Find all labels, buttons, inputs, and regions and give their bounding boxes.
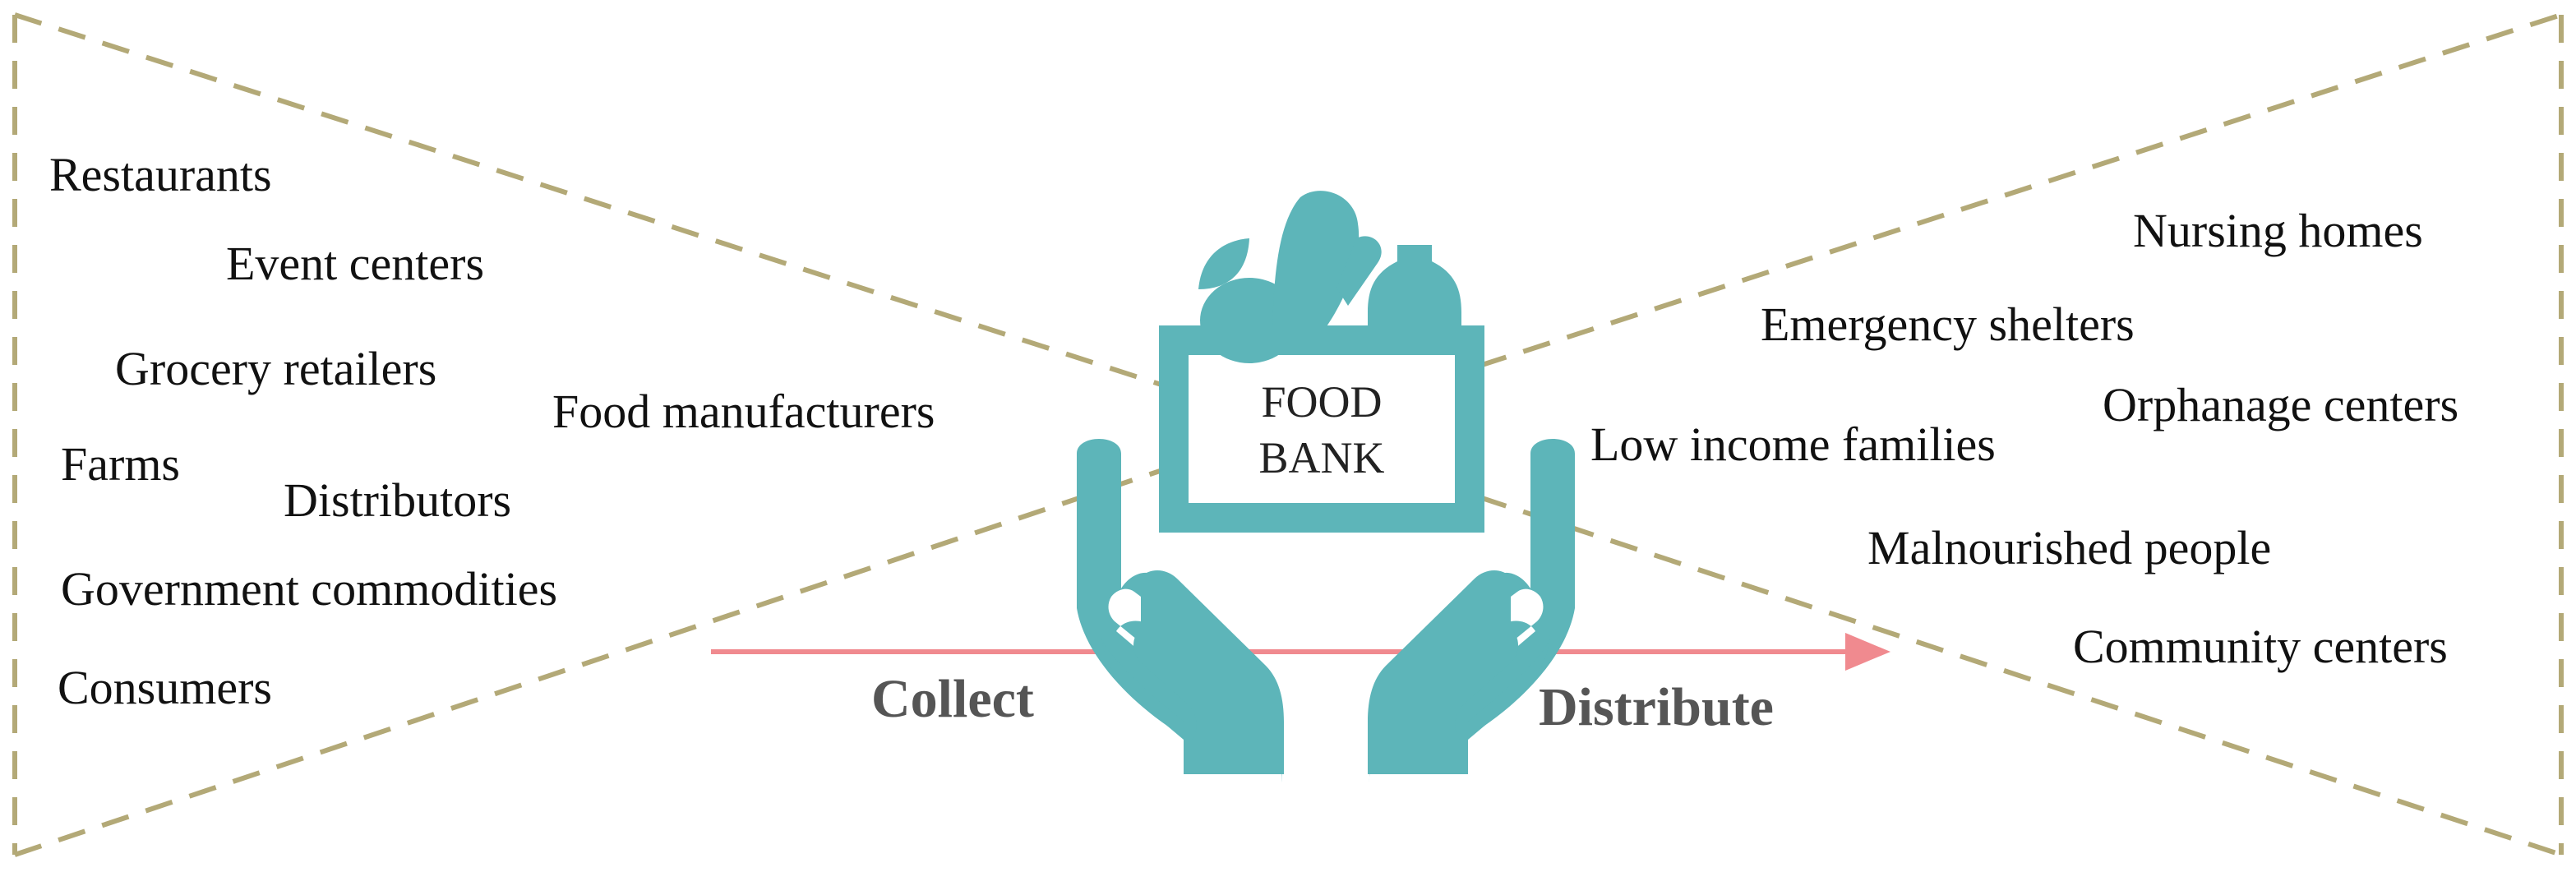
flow-arrow xyxy=(711,633,1890,671)
recipient-malnourished-people: Malnourished people xyxy=(1867,521,2272,574)
upper-right-diagonal xyxy=(1479,12,2562,368)
recipient-community-centers: Community centers xyxy=(2073,620,2448,673)
source-farms: Farms xyxy=(61,437,180,491)
source-government-commodities: Government commodities xyxy=(61,562,558,616)
recipient-emergency-shelters: Emergency shelters xyxy=(1761,298,2135,351)
lower-left-diagonal xyxy=(14,458,1193,857)
recipient-nursing-homes: Nursing homes xyxy=(2133,204,2423,257)
food-box-icon xyxy=(1159,325,1484,533)
source-grocery-retailers: Grocery retailers xyxy=(115,342,437,395)
hands-holding-food-box-icon xyxy=(1077,191,1575,782)
bottle-icon xyxy=(1368,245,1461,329)
lower-right-diagonal xyxy=(1479,495,2562,857)
source-distributors: Distributors xyxy=(284,473,512,527)
source-consumers: Consumers xyxy=(58,661,272,714)
source-food-manufacturers: Food manufacturers xyxy=(552,385,935,438)
food-bank-label-line2: BANK xyxy=(1258,433,1385,482)
arrow-head-icon xyxy=(1845,633,1890,671)
upper-left-diagonal xyxy=(14,12,1193,397)
collect-label: Collect xyxy=(871,669,1034,729)
leaf-icon xyxy=(1198,238,1249,289)
bread-end-icon xyxy=(1336,236,1382,306)
recipient-orphanage-centers: Orphanage centers xyxy=(2103,378,2459,431)
right-hand-icon xyxy=(1368,439,1575,782)
dashed-outline xyxy=(12,12,2564,857)
source-event-centers: Event centers xyxy=(226,237,485,290)
food-bank-label-line1: FOOD xyxy=(1261,377,1383,427)
source-restaurants: Restaurants xyxy=(49,148,272,201)
bread-icon xyxy=(1272,191,1360,329)
recipient-low-income-families: Low income families xyxy=(1590,418,1996,471)
left-hand-palm-icon xyxy=(1101,570,1284,774)
distribute-label: Distribute xyxy=(1539,677,1774,737)
